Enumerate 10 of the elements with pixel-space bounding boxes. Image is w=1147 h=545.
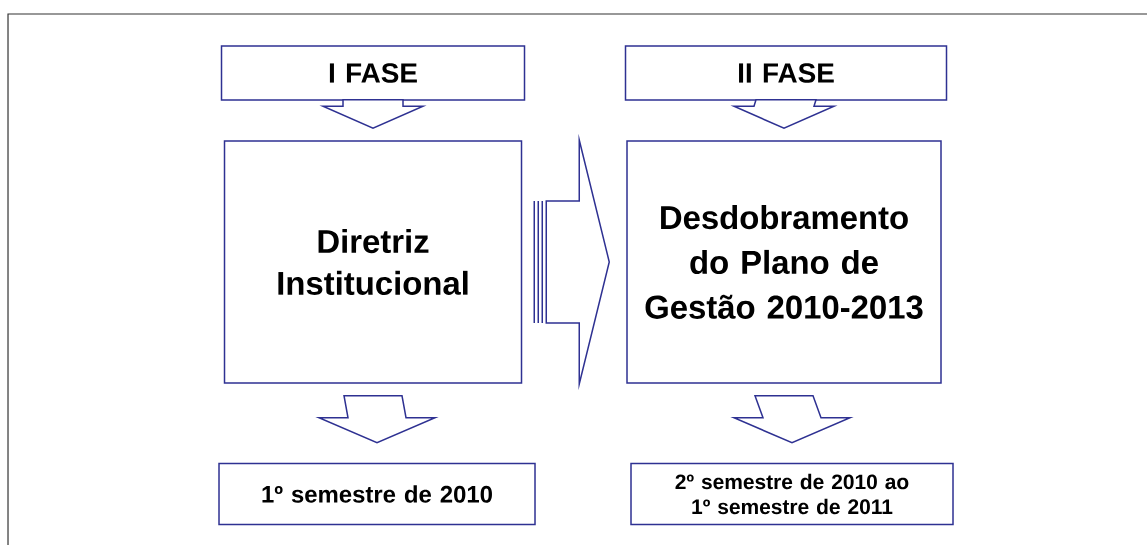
period-box: 2º semestre de 2010 ao 1º semestre de 2011: [630, 462, 954, 526]
stage-box: Diretriz Institucional: [223, 140, 523, 384]
block-arrow: [315, 395, 439, 444]
period-box: 1º semestre de 2010: [218, 462, 536, 526]
stage-box: Desdobramento do Plano de Gestão 2010-2013: [626, 140, 942, 384]
block-arrow: [319, 99, 427, 130]
phase-box: I FASE: [220, 45, 526, 101]
phase-box: II FASE: [624, 45, 948, 101]
block-arrow: [730, 395, 854, 444]
block-arrow: [730, 99, 838, 130]
